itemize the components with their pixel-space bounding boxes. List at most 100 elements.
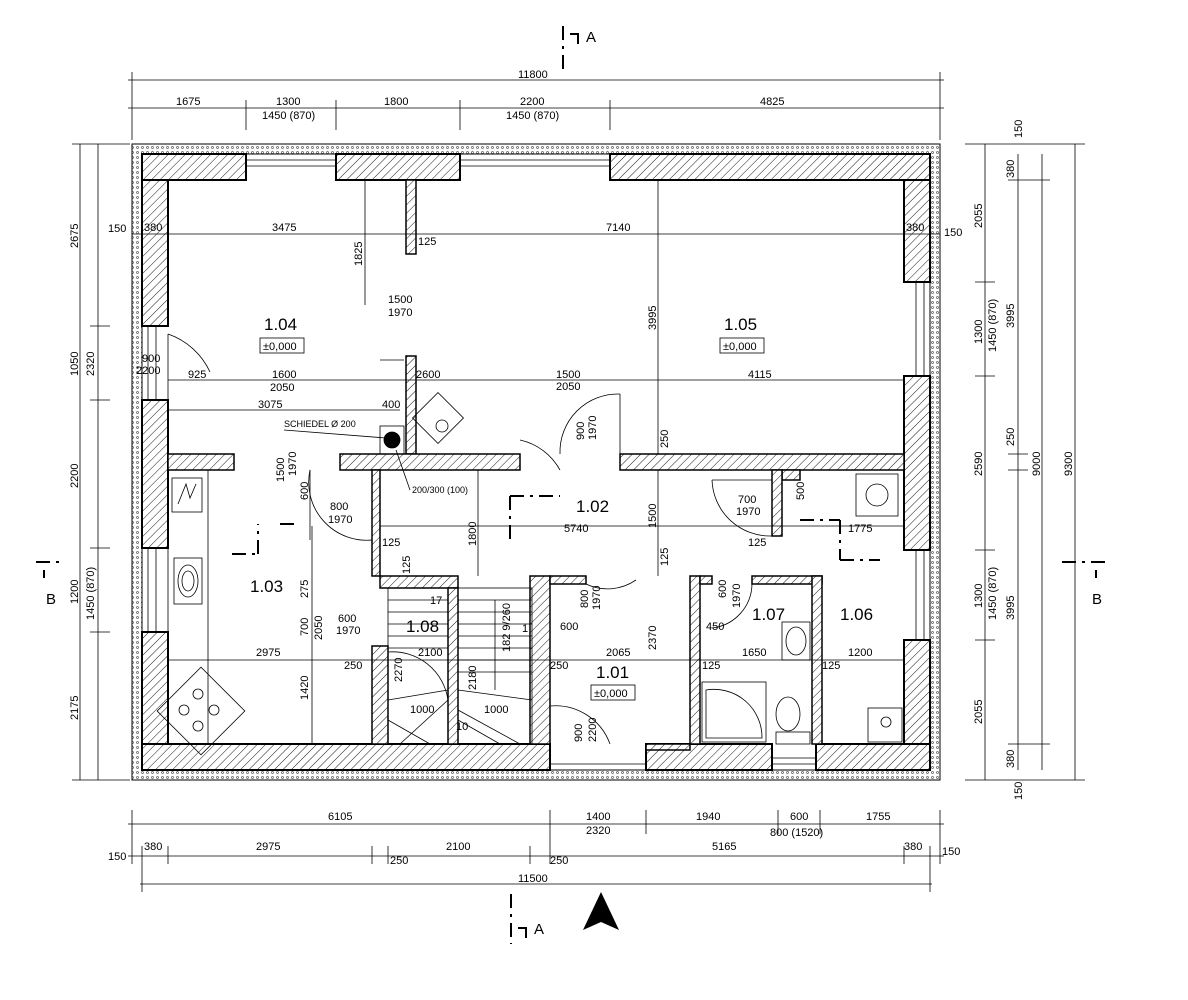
doors <box>167 333 773 745</box>
dim-segment: 380 <box>144 841 162 853</box>
dim-sub: 2320 <box>85 352 97 376</box>
dim-sub: 1450 (870) <box>85 567 97 620</box>
room-number: 1.06 <box>840 605 873 624</box>
wall-mid-h3 <box>619 453 905 471</box>
dim-interior: 1970 <box>591 586 603 610</box>
room-number: 1.08 <box>406 617 439 636</box>
dim-interior: 275 <box>299 580 311 598</box>
section-cuts <box>36 26 1108 944</box>
room-level: ±0,000 <box>723 341 757 353</box>
dim-interior: 600 <box>338 613 356 625</box>
dim-segment: 2100 <box>446 841 470 853</box>
dim-interior: 800 <box>579 590 591 608</box>
dim-interior: 125 <box>659 548 671 566</box>
wall-103-108 <box>371 469 381 577</box>
interior-walls <box>167 179 905 751</box>
wall-108-left <box>371 645 389 745</box>
dim-interior: 1970 <box>388 307 412 319</box>
dim-interior: 600 <box>560 621 578 633</box>
stair-top-number: 17 <box>430 595 442 607</box>
wall-107-top <box>699 575 713 585</box>
windows <box>147 159 925 765</box>
dim-interior: 2270 <box>393 658 405 682</box>
dim-overall: 9300 <box>1063 452 1075 476</box>
dim-interior: 900 <box>573 724 585 742</box>
dim-segment: 3995 <box>1005 596 1017 620</box>
washer <box>855 473 899 517</box>
dim-interior: 1775 <box>848 523 872 535</box>
dim-interior: 1970 <box>731 584 743 608</box>
dim-interior: 1970 <box>287 452 299 476</box>
wall-101-bottom <box>645 743 691 751</box>
section-a-bottom-label: A <box>534 921 544 938</box>
wall-bottom-1 <box>141 743 551 771</box>
dim-segment: 5165 <box>712 841 736 853</box>
section-labels: A A B B <box>46 29 1102 938</box>
dim-interior: 125 <box>418 236 436 248</box>
annotations: SCHIEDEL Ø 200 200/300 (100) 182 9/260 1… <box>283 419 528 733</box>
cooktop <box>156 666 246 756</box>
dim-interior: 2600 <box>416 369 440 381</box>
dim-interior: 1970 <box>336 625 360 637</box>
dim-interior: 1970 <box>328 514 352 526</box>
wall-mid-h1 <box>167 453 235 471</box>
dim-interior: 3075 <box>258 399 282 411</box>
dim-interior: 125 <box>702 660 720 672</box>
dim-segment: 1675 <box>176 96 200 108</box>
dim-segment: 250 <box>550 855 568 867</box>
room-number: 1.04 <box>264 315 297 334</box>
room-number: 1.07 <box>752 605 785 624</box>
dim-interior: 900 <box>575 422 587 440</box>
dim-interior: 1200 <box>848 647 872 659</box>
dim-opening: 1450 (870) <box>506 110 559 122</box>
dim-interior: 2200 <box>136 365 160 377</box>
dim-interior: 1500 <box>388 294 412 306</box>
dim-segment: 150 <box>1013 120 1025 138</box>
wall-mid-h2 <box>339 453 521 471</box>
dim-interior: 1000 <box>484 704 508 716</box>
dim-interior: 250 <box>659 430 671 448</box>
wall-top-2 <box>335 153 461 181</box>
top-dimensions: 11800 1675 1300 1800 2200 4825 1450 (870… <box>176 69 784 122</box>
dim-segment: 2175 <box>69 696 81 720</box>
dim-segment: 150 <box>108 851 126 863</box>
dim-segment: 2975 <box>256 841 280 853</box>
dim-interior: 600 <box>299 482 311 500</box>
dim-interior: 500 <box>795 482 807 500</box>
dim-overall: 11800 <box>518 69 548 81</box>
dim-segment: 380 <box>1005 750 1017 768</box>
dim-interior: 700 <box>738 494 756 506</box>
dim-interior: 125 <box>382 537 400 549</box>
dim-segment: 1200 <box>69 580 81 604</box>
dim-interior: 2050 <box>313 616 325 640</box>
dim-interior: 2065 <box>606 647 630 659</box>
wall-right-2 <box>903 375 931 551</box>
dim-interior: 1650 <box>742 647 766 659</box>
wall-106-top <box>781 469 801 481</box>
left-dimensions: 2675 1050 2200 1200 2175 2320 1450 (870) <box>69 224 97 720</box>
dim-sub: 2320 <box>586 825 610 837</box>
dim-segment: 2055 <box>973 700 985 724</box>
stairs <box>387 587 533 745</box>
dim-interior: 2100 <box>418 647 442 659</box>
dim-segment: 150 <box>1013 782 1025 800</box>
dim-interior: 600 <box>717 580 729 598</box>
wall-102-right <box>771 469 783 537</box>
dim-segment: 1755 <box>866 811 890 823</box>
dim-overall: 11500 <box>518 873 548 885</box>
stair-first-number: 1 <box>522 623 528 635</box>
dim-interior: 2975 <box>256 647 280 659</box>
chimney <box>383 431 401 449</box>
room-number: 1.02 <box>576 497 609 516</box>
dim-interior: 925 <box>188 369 206 381</box>
dim-interior: 4115 <box>748 369 772 381</box>
bottom-dimensions: 6105 1400 1940 600 1755 2320 800 (1520) … <box>108 811 960 885</box>
dim-segment: 600 <box>790 811 808 823</box>
dim-interior: 150 <box>944 227 962 239</box>
dim-interior: 2050 <box>270 382 294 394</box>
dim-segment: 250 <box>390 855 408 867</box>
room-number: 1.01 <box>596 663 629 682</box>
section-b-left-label: B <box>46 591 56 608</box>
dim-interior: 2200 <box>587 718 599 742</box>
right-dimensions: 2055 1300 2590 1300 2055 1450 (870) 1450… <box>973 120 1075 800</box>
